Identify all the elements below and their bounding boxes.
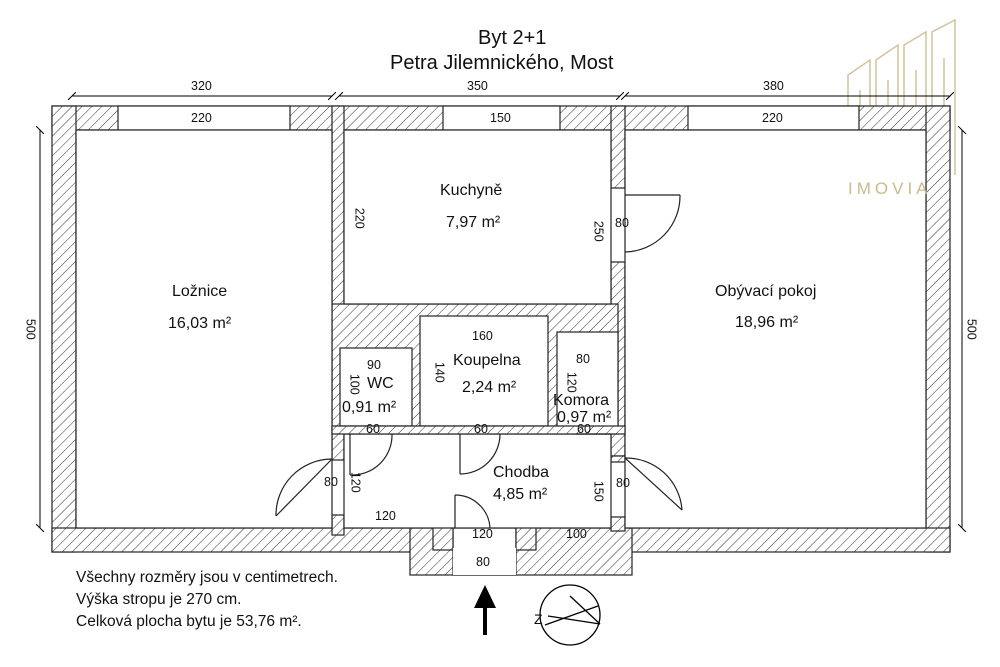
compass-label: Z bbox=[534, 611, 543, 627]
room-name-kitchen: Kuchyně bbox=[440, 182, 503, 199]
room-area-bedroom: 16,03 m² bbox=[168, 315, 232, 332]
room-area-living: 18,96 m² bbox=[735, 314, 799, 331]
dim-hall-right: 150 bbox=[591, 480, 606, 502]
plan-address: Petra Jilemnického, Most bbox=[390, 52, 614, 74]
dim-top-left: 320 bbox=[191, 79, 212, 93]
dim-wc-door: 60 bbox=[366, 422, 380, 436]
room-name-pantry: Komora bbox=[553, 392, 610, 409]
dim-wc-depth: 100 bbox=[347, 373, 362, 395]
dim-bath-width: 160 bbox=[472, 329, 493, 343]
note-units: Všechny rozměry jsou v centimetrech. bbox=[76, 569, 338, 586]
plan-title: Byt 2+1 bbox=[478, 27, 547, 49]
room-name-hallway: Chodba bbox=[493, 464, 550, 481]
doors bbox=[275, 194, 683, 529]
room-name-bedroom: Ložnice bbox=[172, 283, 228, 300]
dim-window-middle: 150 bbox=[490, 111, 511, 125]
note-ceiling: Výška stropu je 270 cm. bbox=[76, 591, 242, 608]
room-area-hallway: 4,85 m² bbox=[493, 486, 548, 503]
dim-hall-bottom-mid: 120 bbox=[472, 527, 493, 541]
dim-bedroom-door: 80 bbox=[324, 475, 338, 489]
dim-window-right: 220 bbox=[762, 111, 783, 125]
compass bbox=[539, 584, 601, 646]
dim-hall-bottom-left: 120 bbox=[375, 509, 396, 523]
dim-entrance: 80 bbox=[476, 555, 490, 569]
dim-kitchen-left: 220 bbox=[352, 207, 367, 229]
north-arrow bbox=[474, 585, 496, 635]
dim-top-right: 380 bbox=[763, 79, 784, 93]
dim-pantry-door: 60 bbox=[577, 422, 591, 436]
dim-living-door: 80 bbox=[616, 476, 630, 490]
dim-hall-left: 120 bbox=[348, 471, 363, 493]
room-name-living: Obývací pokoj bbox=[715, 283, 817, 300]
dim-right-side: 500 bbox=[964, 318, 979, 340]
dim-pantry-width: 80 bbox=[576, 352, 590, 366]
dim-pantry-depth: 120 bbox=[564, 371, 579, 393]
room-area-kitchen: 7,97 m² bbox=[446, 214, 501, 231]
room-area-wc: 0,91 m² bbox=[342, 399, 397, 416]
rooms bbox=[75, 129, 927, 529]
dim-top-middle: 350 bbox=[467, 79, 488, 93]
dimension-lines bbox=[40, 96, 962, 528]
room-name-wc: WC bbox=[367, 375, 394, 392]
dim-kitchen-door: 80 bbox=[615, 216, 629, 230]
dim-hall-bottom-right: 100 bbox=[566, 527, 587, 541]
dim-bath-depth: 140 bbox=[432, 361, 447, 383]
dim-kitchen-right: 250 bbox=[591, 220, 606, 242]
dim-bath-door: 60 bbox=[474, 422, 488, 436]
dim-wc-width: 90 bbox=[367, 358, 381, 372]
dim-window-left: 220 bbox=[191, 111, 212, 125]
room-area-pantry: 0,97 m² bbox=[557, 409, 612, 426]
room-name-bathroom: Koupelna bbox=[453, 352, 521, 369]
logo-text: IMOVIA bbox=[848, 179, 932, 198]
note-total-area: Celková plocha bytu je 53,76 m². bbox=[76, 613, 302, 630]
room-area-bathroom: 2,24 m² bbox=[462, 379, 517, 396]
dim-left-side: 500 bbox=[23, 318, 38, 340]
